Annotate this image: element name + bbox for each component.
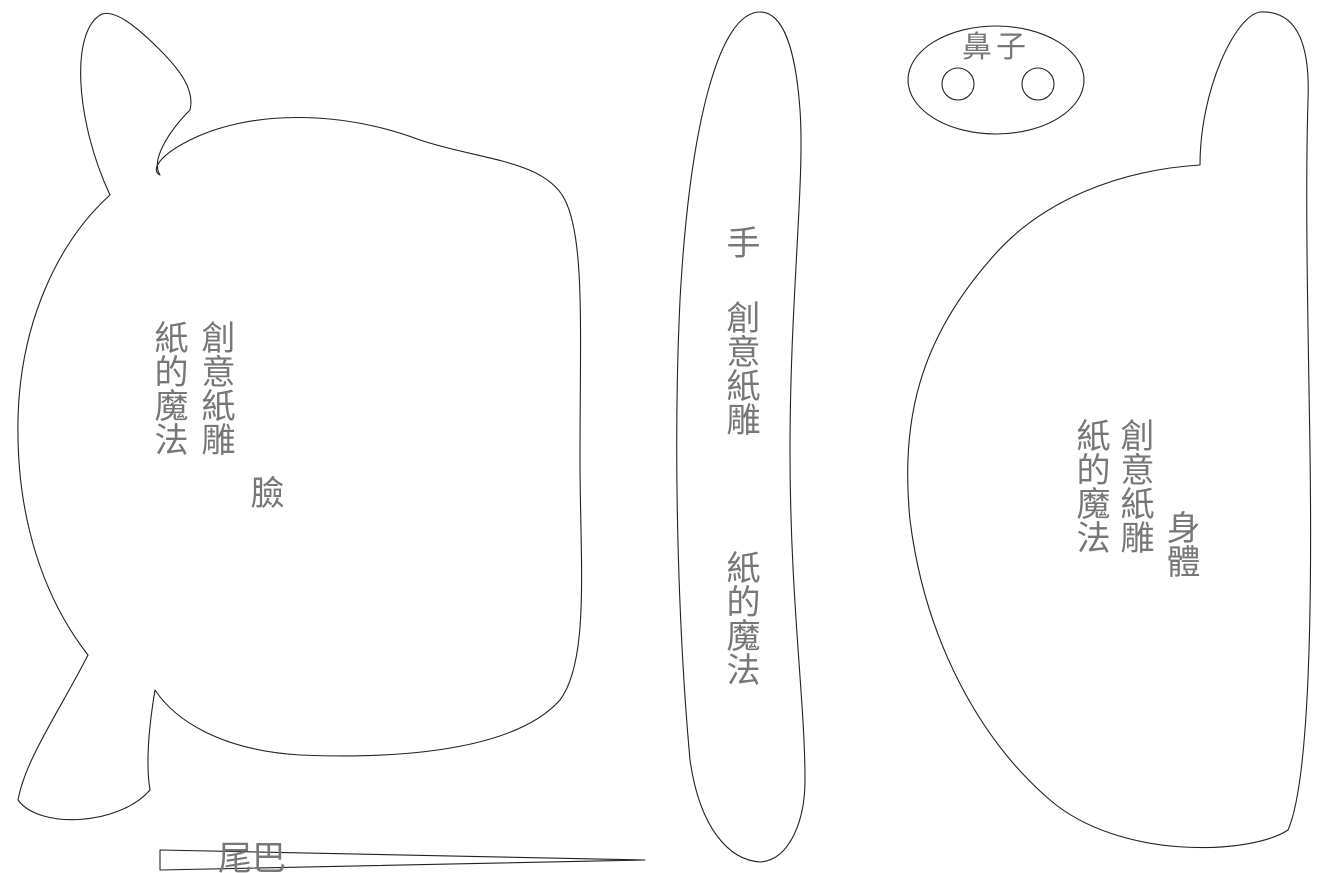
body-piece: 紙的魔法 創意紙雕 身體 xyxy=(907,11,1312,849)
arm-text-a: 紙的魔法 xyxy=(720,550,760,686)
nose-right-nostril xyxy=(1021,67,1055,101)
arm-piece: 紙的魔法 創意紙雕 手 xyxy=(676,11,806,863)
body-text-line2: 創意紙雕 xyxy=(1114,418,1154,554)
nose-piece: 鼻子 xyxy=(907,25,1085,135)
arm-outline xyxy=(676,11,806,863)
nose-outline xyxy=(907,25,1085,135)
tail-outline xyxy=(159,849,646,871)
face-text-line1: 紙的魔法 xyxy=(148,320,188,456)
face-text-line2: 創意紙雕 xyxy=(195,320,235,456)
tail-part-name: 尾巴 xyxy=(218,839,286,873)
nose-left-nostril xyxy=(941,67,975,101)
body-outline xyxy=(907,11,1312,849)
body-part-name: 身體 xyxy=(1160,510,1200,578)
face-outline xyxy=(17,12,583,821)
face-part-name: 臉 xyxy=(244,475,284,509)
body-text-line1: 紙的魔法 xyxy=(1070,418,1110,554)
arm-part-name: 手 xyxy=(720,225,760,259)
tail-piece: 尾巴 xyxy=(159,839,646,873)
nose-part-name: 鼻子 xyxy=(962,30,1030,65)
face-piece: 紙的魔法 創意紙雕 臉 xyxy=(17,12,583,821)
arm-text-b: 創意紙雕 xyxy=(720,300,760,436)
